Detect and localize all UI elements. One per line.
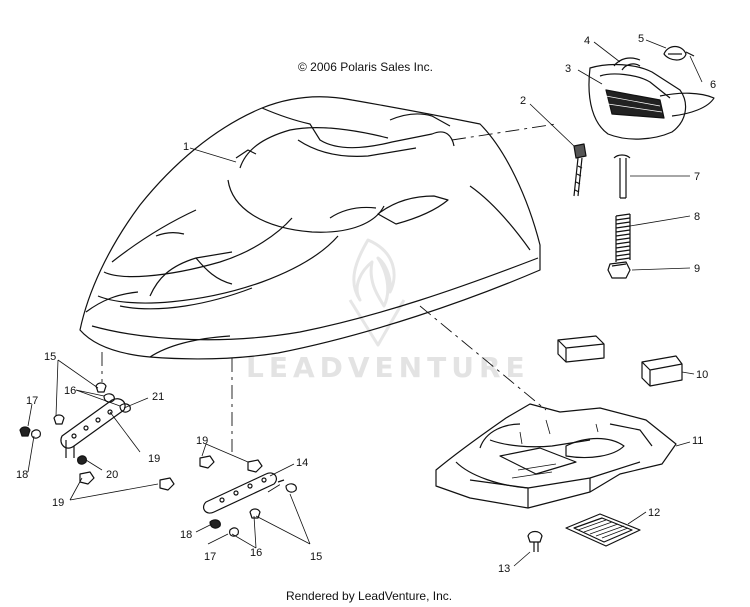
right-bracket-part-14	[202, 472, 278, 514]
callout-4: 4	[584, 35, 590, 47]
clip-part-6	[685, 51, 695, 57]
bulb-part-4	[621, 63, 641, 71]
socket-part-5	[663, 45, 687, 61]
callout-2: 2	[520, 95, 526, 107]
callout-17-left: 17	[26, 395, 38, 407]
watermark-logo	[348, 238, 406, 347]
watermark: LEADVENTURE	[246, 351, 530, 384]
screw-part-13	[527, 530, 543, 552]
callout-14: 14	[296, 457, 308, 469]
leader-lines	[27, 39, 703, 567]
left-hardware	[19, 382, 175, 491]
callout-19-a: 19	[148, 453, 160, 465]
headlight-part-3	[588, 57, 715, 140]
callout-19-b: 19	[52, 497, 64, 509]
callout-19-c: 19	[196, 435, 208, 447]
callout-20: 20	[106, 469, 118, 481]
callout-15-right: 15	[310, 551, 322, 563]
callout-6: 6	[710, 79, 716, 91]
callout-21: 21	[152, 391, 164, 403]
callout-8: 8	[694, 211, 700, 223]
belly-pan-part-11	[435, 403, 677, 509]
foam-block-part-10	[557, 335, 683, 387]
callout-16-left: 16	[64, 385, 76, 397]
callout-12: 12	[648, 507, 660, 519]
callout-1: 1	[183, 141, 189, 153]
left-bracket-part-21	[60, 398, 126, 458]
callout-labels: 1 2 3 4 5 6 7 8 9 10 11 12 13 14 15 15 1…	[16, 33, 716, 575]
callout-17-right: 17	[204, 551, 216, 563]
callout-11: 11	[692, 435, 703, 447]
callout-16-right: 16	[250, 547, 262, 559]
callout-10: 10	[696, 369, 708, 381]
hood-part-1	[79, 96, 541, 360]
assembly-lines	[101, 123, 557, 493]
vent-grille-part-12	[565, 513, 641, 547]
footer-credit: Rendered by LeadVenture, Inc.	[286, 589, 453, 603]
right-hardware	[199, 455, 297, 537]
callout-5: 5	[638, 33, 644, 45]
callout-13: 13	[498, 563, 510, 575]
callout-9: 9	[694, 263, 700, 275]
callout-3: 3	[565, 63, 571, 75]
copyright-notice: © 2006 Polaris Sales Inc.	[298, 60, 433, 74]
callout-18-right: 18	[180, 529, 192, 541]
bolt-part-7	[613, 154, 631, 199]
nut-part-9	[607, 261, 631, 279]
spring-part-8	[615, 213, 631, 262]
callout-15-left: 15	[44, 351, 56, 363]
screw-part-2	[573, 143, 587, 197]
callout-7: 7	[694, 171, 700, 183]
callout-18-left: 18	[16, 469, 28, 481]
